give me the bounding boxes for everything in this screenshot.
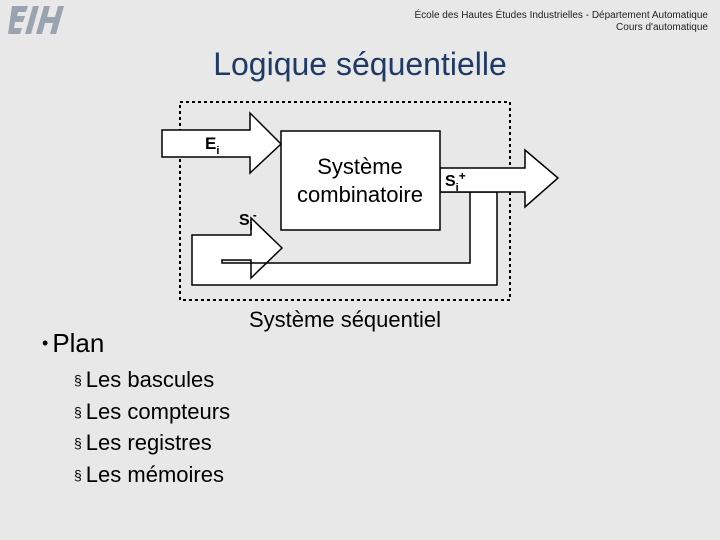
slide-title: Logique séquentielle	[213, 46, 507, 82]
eihf-logo-icon	[8, 6, 64, 34]
list-item: §Les mémoires	[74, 459, 230, 491]
feedback-loop	[191, 191, 498, 286]
header-course: Cours d'automatique	[616, 22, 708, 33]
list-item: §Les compteurs	[74, 396, 230, 428]
list-item-text: Les mémoires	[85, 461, 224, 487]
sequential-system-boundary	[179, 101, 511, 301]
output-label: Si+	[445, 169, 466, 194]
input-arrow	[161, 111, 283, 175]
combinational-system-box	[280, 130, 441, 231]
list-item: §Les registres	[74, 427, 230, 459]
list-item-text: Les compteurs	[85, 398, 231, 424]
list-marker: §	[74, 435, 82, 451]
plan-heading-text: Plan	[52, 328, 105, 358]
list-marker: §	[74, 403, 82, 420]
list-item-text: Les bascules	[85, 367, 215, 392]
list-marker: §	[74, 466, 82, 483]
combinational-label-line2: combinatoire	[297, 182, 423, 207]
plan-bullet: •	[42, 333, 49, 353]
combinational-label-line1: Système	[317, 154, 403, 179]
list-marker: §	[74, 372, 82, 388]
header-institution: École des Hautes Études Industrielles - …	[414, 10, 709, 21]
list-item: §Les bascules	[74, 364, 230, 396]
slide-header: École des Hautes Études Industrielles - …	[415, 10, 709, 34]
list-item-text: Les registres	[85, 430, 212, 455]
output-arrow	[439, 148, 560, 209]
sequential-system-label: Système séquentiel	[249, 307, 441, 332]
feedback-label: Si-	[239, 208, 257, 233]
plan-heading: •Plan	[42, 327, 104, 359]
input-label: Ei	[205, 134, 219, 157]
plan-list: §Les bascules §Les compteurs §Les regist…	[74, 364, 230, 490]
